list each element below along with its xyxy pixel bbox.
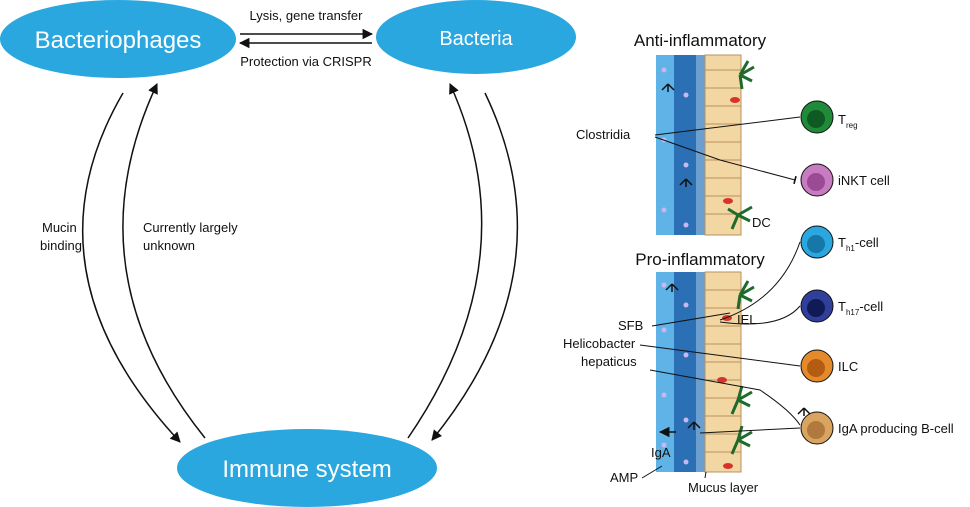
phage-to-immune-arrow — [81, 92, 181, 443]
amp-label: AMP — [610, 470, 638, 485]
gut-wall-lower — [656, 271, 755, 473]
gut-wall-upper — [656, 54, 755, 236]
immune-to-bacteria-arrow — [407, 83, 483, 439]
immune-system-node — [177, 429, 437, 507]
b-cell-label: IgA producing B-cell — [838, 421, 954, 436]
inkt-cell-icon — [800, 163, 834, 197]
immune-to-phage-arrow — [122, 83, 206, 439]
treg-label: Treg — [838, 112, 858, 130]
ilc-cell-icon — [800, 349, 834, 383]
b-cell-icon — [797, 407, 834, 445]
pro-inflammatory-title: Pro-inflammatory — [635, 250, 765, 269]
connector-lines — [639, 116, 801, 479]
bacteria-label: Bacteria — [439, 28, 513, 50]
sfb-label: SFB — [618, 318, 643, 333]
iga-label: IgA — [651, 445, 671, 460]
iel-label: IEL — [737, 312, 757, 327]
mucin-line2: binding — [40, 238, 82, 253]
bacteria-node — [376, 0, 576, 74]
treg-cell-icon — [800, 100, 834, 134]
unknown-line2: unknown — [143, 238, 195, 253]
th17-cell-icon — [800, 289, 834, 323]
bacteriophages-node — [0, 0, 236, 78]
bacteriophages-label: Bacteriophages — [35, 27, 202, 54]
immune-system-label: Immune system — [222, 456, 391, 483]
inkt-label: iNKT cell — [838, 173, 890, 188]
th1-label: Th1-cell — [838, 235, 879, 253]
dc-label: DC — [752, 215, 771, 230]
mucin-line1: Mucin — [42, 220, 77, 235]
crispr-label: Protection via CRISPR — [240, 54, 372, 69]
th1-cell-icon — [800, 225, 834, 259]
mucus-layer-label: Mucus layer — [688, 480, 759, 495]
bacteria-to-immune-arrow — [431, 92, 519, 441]
helicobacter-label-2: hepaticus — [581, 354, 637, 369]
th17-label: Th17-cell — [838, 299, 883, 317]
unknown-line1: Currently largely — [143, 220, 238, 235]
anti-inflammatory-title: Anti-inflammatory — [634, 31, 767, 50]
helicobacter-label-1: Helicobacter — [563, 336, 636, 351]
lysis-label: Lysis, gene transfer — [250, 8, 364, 23]
clostridia-label: Clostridia — [576, 127, 631, 142]
ilc-label: ILC — [838, 359, 858, 374]
